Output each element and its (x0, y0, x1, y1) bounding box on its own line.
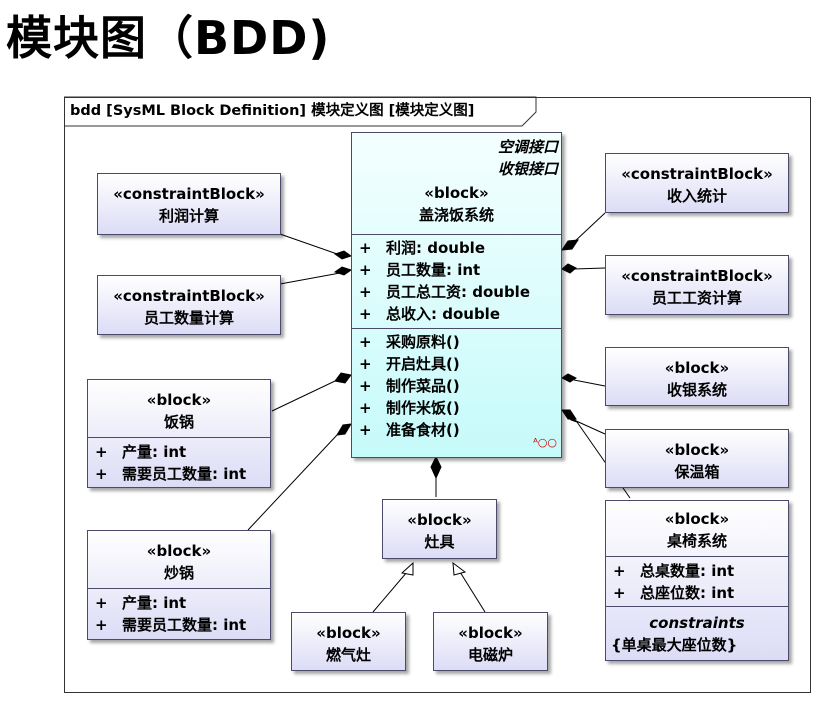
cashier-block[interactable]: «block» 收银系统 (605, 347, 789, 406)
block-name: 员工工资计算 (651, 289, 742, 307)
block-name: 收银系统 (666, 381, 727, 399)
block-name: 保温箱 (674, 463, 720, 481)
stereotype: «constraintBlock» (621, 267, 773, 285)
stereotype: «block» (316, 624, 381, 642)
stereotype: «constraintBlock» (113, 287, 265, 305)
block-name: 电磁炉 (467, 646, 513, 664)
constraint-value: {单桌最大座位数} (611, 636, 738, 654)
stereotype: «block» (664, 441, 730, 459)
operation-row: +制作菜品() (359, 377, 460, 395)
stereotype: «constraintBlock» (621, 165, 773, 183)
staff-count-calc-block[interactable]: «constraintBlock» 员工数量计算 (97, 275, 281, 335)
stereotype: «block» (664, 510, 730, 528)
stereotype: «block» (458, 624, 523, 642)
rice-cooker-block[interactable]: «block» 饭锅 +产量: int +需要员工数量: int (87, 379, 271, 488)
attribute-row: +产量: int (95, 594, 187, 612)
block-name: 饭锅 (163, 413, 194, 431)
stereotype: «constraintBlock» (113, 185, 265, 203)
operation-row: +制作米饭() (359, 399, 460, 417)
attribute-row: +员工数量: int (359, 261, 481, 279)
ports-glyph-icon: ᴬ○○ (533, 436, 557, 449)
main-system-block[interactable]: 空调接口 收银接口 «block» 盖浇饭系统 +利润: double +员工数… (351, 132, 562, 458)
block-name: 利润计算 (158, 207, 219, 225)
attribute-row: +产量: int (95, 443, 187, 461)
gas-stove-block[interactable]: «block» 燃气灶 (291, 612, 406, 671)
stereotype: «block» (146, 391, 212, 409)
block-name: 盖浇饭系统 (418, 206, 494, 224)
attribute-row: +总收入: double (359, 305, 500, 323)
income-stats-block[interactable]: «constraintBlock» 收入统计 (605, 153, 789, 213)
stereotype: «block» (664, 359, 730, 377)
operation-row: +准备食材() (359, 421, 460, 439)
block-name: 燃气灶 (325, 646, 371, 664)
warmer-block[interactable]: «block» 保温箱 (605, 429, 789, 488)
block-name: 桌椅系统 (666, 532, 727, 550)
block-name: 炒锅 (163, 564, 194, 582)
port-cashier-interface[interactable]: 收银接口 (497, 160, 558, 178)
attribute-row: +员工总工资: double (359, 283, 530, 301)
attribute-row: +利润: double (359, 239, 485, 257)
constraints-title: constraints (649, 614, 745, 632)
attribute-row: +需要员工数量: int (95, 465, 247, 483)
block-name: 收入统计 (666, 187, 727, 205)
attribute-row: +需要员工数量: int (95, 616, 247, 634)
port-ac-interface[interactable]: 空调接口 (497, 138, 558, 156)
block-name: 员工数量计算 (143, 309, 234, 327)
operation-row: +采购原料() (359, 333, 460, 351)
stereotype: «block» (407, 511, 472, 529)
profit-calc-block[interactable]: «constraintBlock» 利润计算 (97, 173, 281, 235)
stereotype: «block» (424, 184, 489, 202)
salary-calc-block[interactable]: «constraintBlock» 员工工资计算 (605, 255, 789, 315)
wok-block[interactable]: «block» 炒锅 +产量: int +需要员工数量: int (87, 530, 271, 640)
attribute-row: +总桌数量: int (613, 562, 735, 580)
induction-stove-block[interactable]: «block» 电磁炉 (433, 612, 548, 671)
stove-block[interactable]: «block» 灶具 (382, 499, 497, 559)
block-name: 灶具 (424, 533, 455, 551)
frame-label: bdd [SysML Block Definition] 模块定义图 [模块定义… (70, 103, 475, 119)
seating-block[interactable]: «block» 桌椅系统 +总桌数量: int +总座位数: int const… (605, 500, 789, 661)
stereotype: «block» (146, 542, 212, 560)
attribute-row: +总座位数: int (613, 584, 735, 602)
page-title: 模块图（BDD) (6, 11, 331, 65)
operation-row: +开启灶具() (359, 355, 460, 373)
